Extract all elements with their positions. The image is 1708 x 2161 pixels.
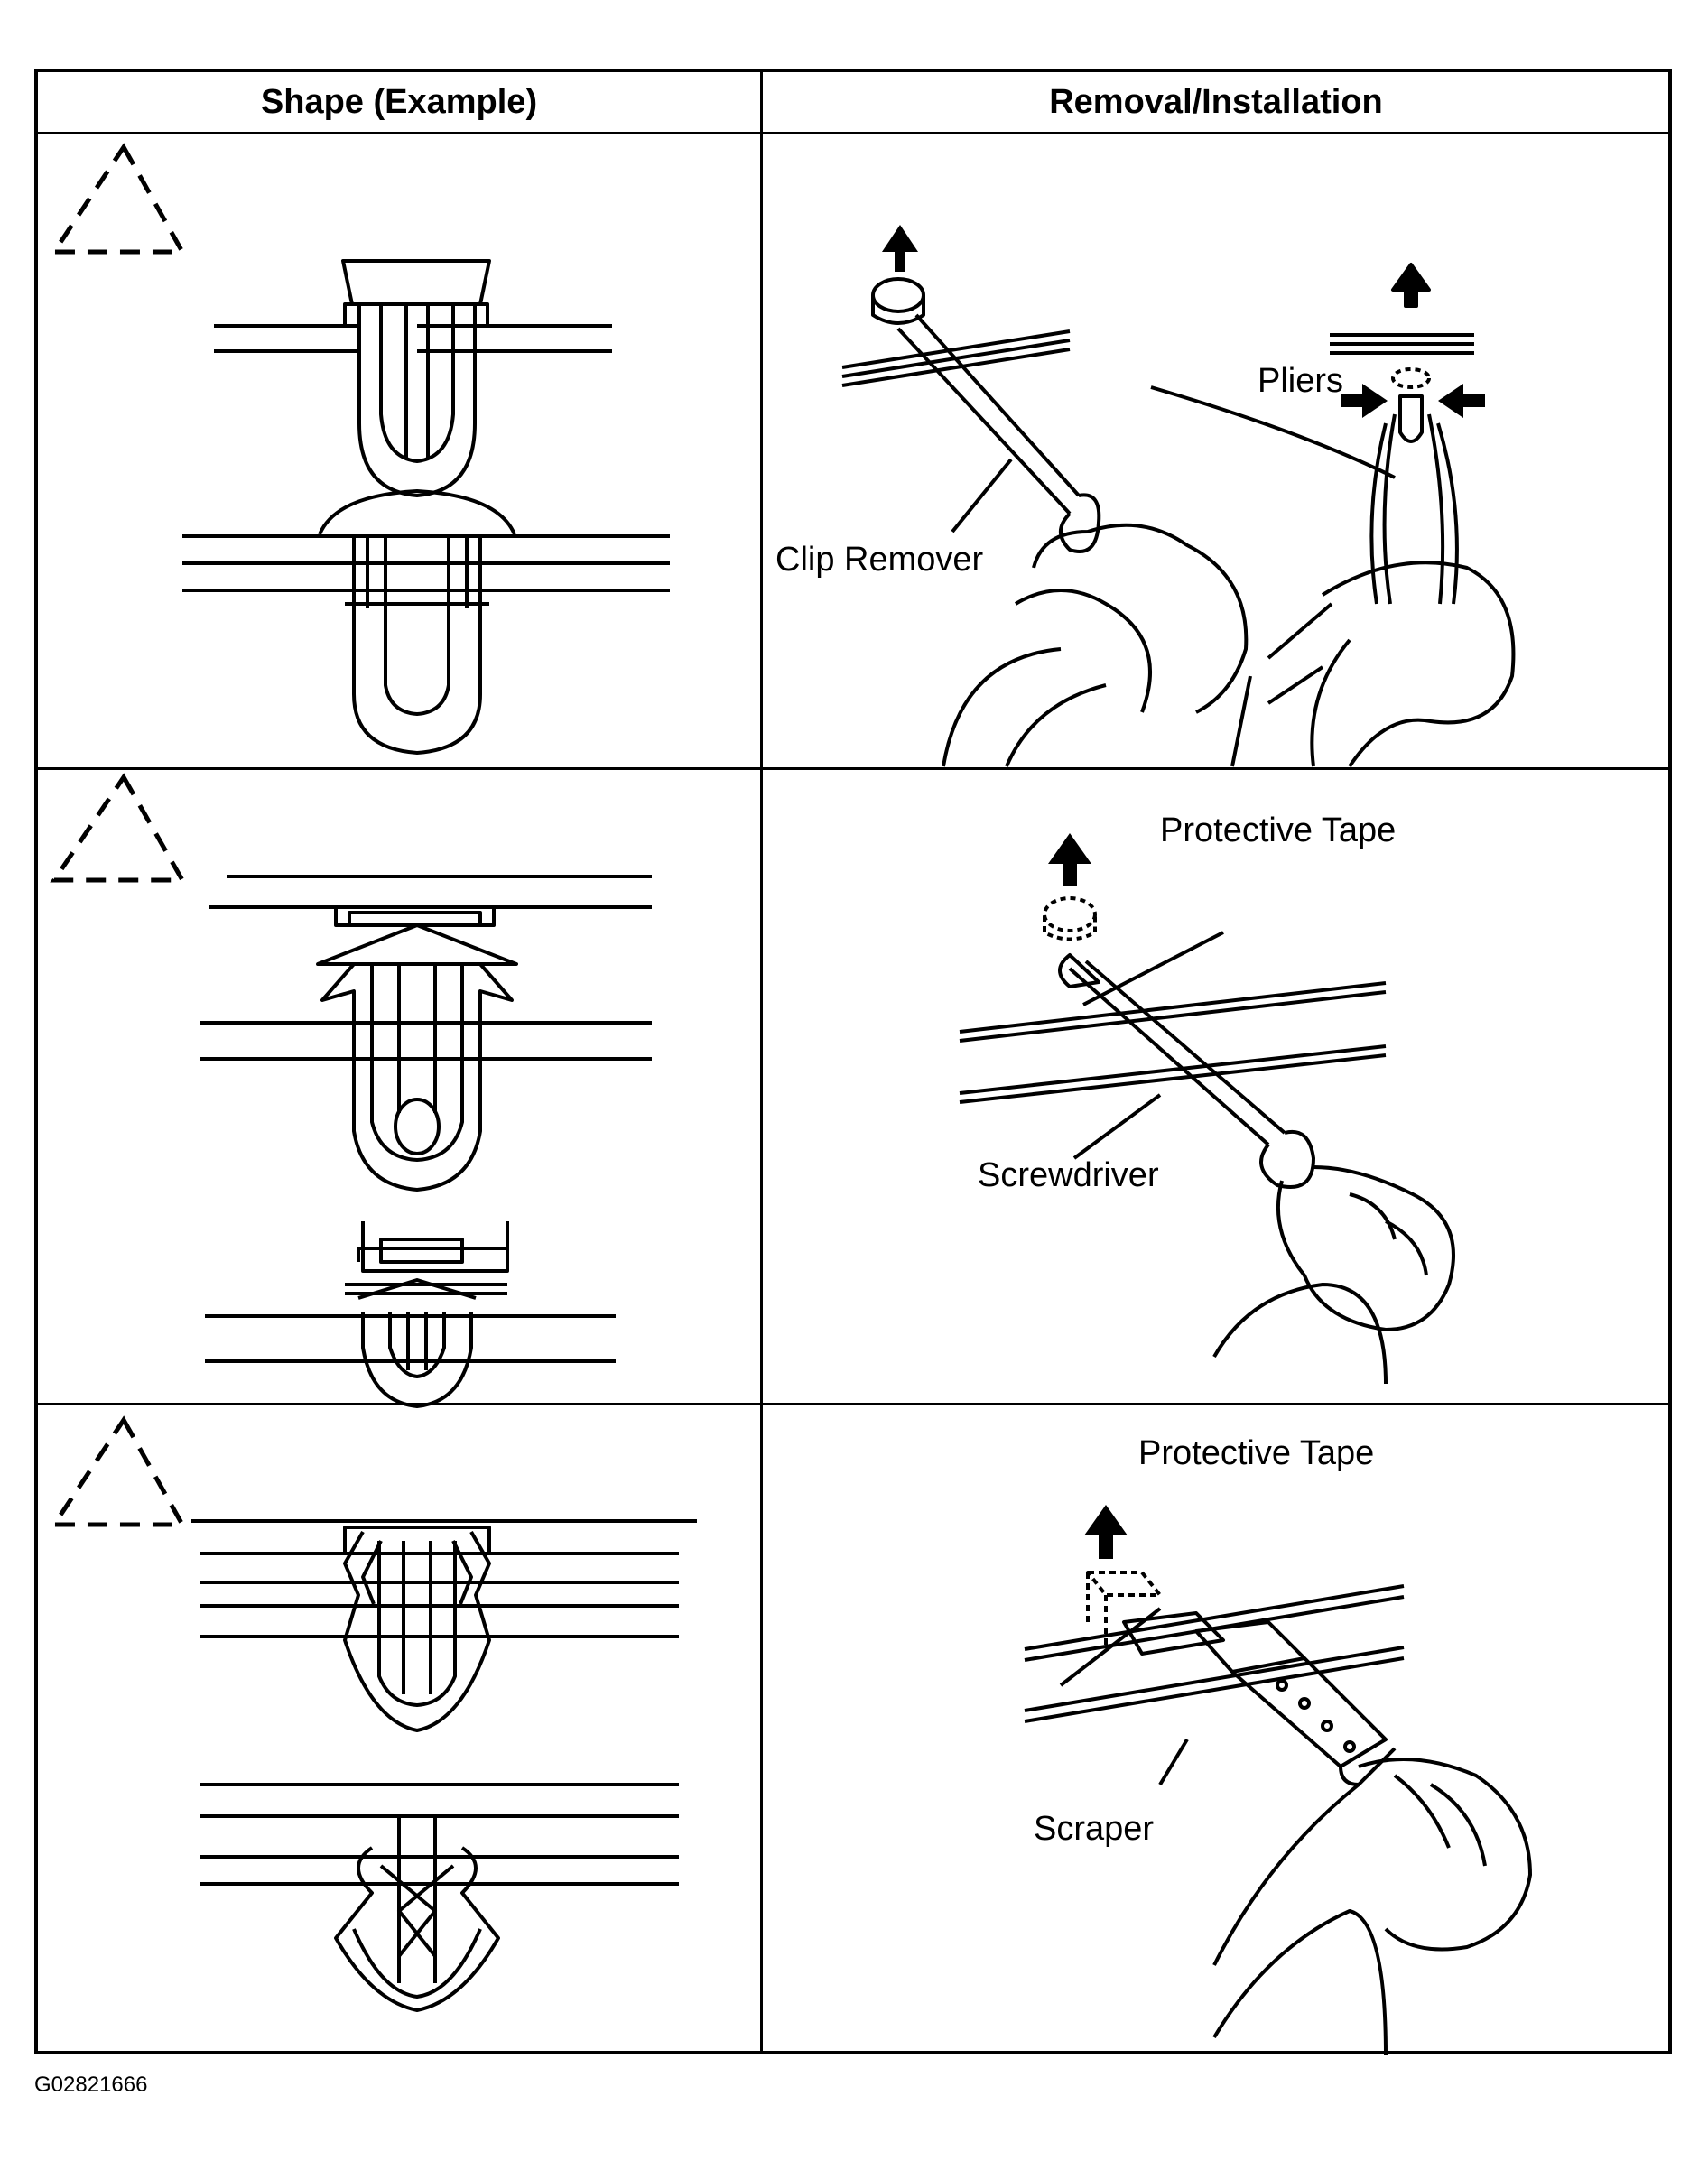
row2-removal-cell: Protective Tape Screwdriver (763, 770, 1672, 1403)
row2-shape-cell (38, 770, 760, 1408)
label-pliers: Pliers (1258, 362, 1344, 400)
label-screwdriver: Screwdriver (978, 1156, 1159, 1194)
row-divider-2 (38, 1403, 1668, 1405)
up-arrow-icon (882, 225, 918, 272)
row1-removal-cell: Clip Remover Pliers (763, 134, 1672, 768)
row1-shape-cell (38, 134, 760, 767)
label-scraper: Scraper (1034, 1810, 1155, 1848)
clip-shape-3 (50, 1415, 697, 2012)
label-clip-remover: Clip Remover (775, 541, 984, 579)
clip-table: Shape (Example) Removal/Installation (34, 69, 1672, 2056)
header-divider (38, 132, 1668, 134)
clip-shape-1 (50, 143, 670, 755)
caution-triangle-icon-2 (50, 773, 187, 883)
up-arrow-icon-4 (1084, 1505, 1128, 1559)
figure-code: G02821666 (34, 2073, 148, 2097)
header-removal: Removal/Installation (1049, 82, 1383, 121)
label-protective-tape-1: Protective Tape (1160, 812, 1397, 849)
squeeze-arrow-icon (1341, 384, 1485, 418)
clip-shape-2 (50, 773, 652, 1408)
screwdriver-illustration (959, 833, 1455, 1385)
label-protective-tape-2: Protective Tape (1138, 1434, 1375, 1472)
scraper-illustration (1024, 1505, 1532, 2056)
caution-triangle-icon (50, 143, 187, 255)
row3-shape-cell (38, 1405, 760, 2054)
up-arrow-icon-2 (1391, 263, 1431, 308)
up-arrow-icon-3 (1048, 833, 1091, 886)
row3-removal-cell: Protective Tape Scraper (763, 1405, 1672, 2056)
row-divider-1 (38, 767, 1668, 770)
caution-triangle-icon-3 (50, 1415, 187, 1527)
header-shape: Shape (Example) (260, 82, 538, 121)
column-divider (760, 72, 763, 2051)
clip-remover-and-pliers-illustration (841, 225, 1516, 768)
